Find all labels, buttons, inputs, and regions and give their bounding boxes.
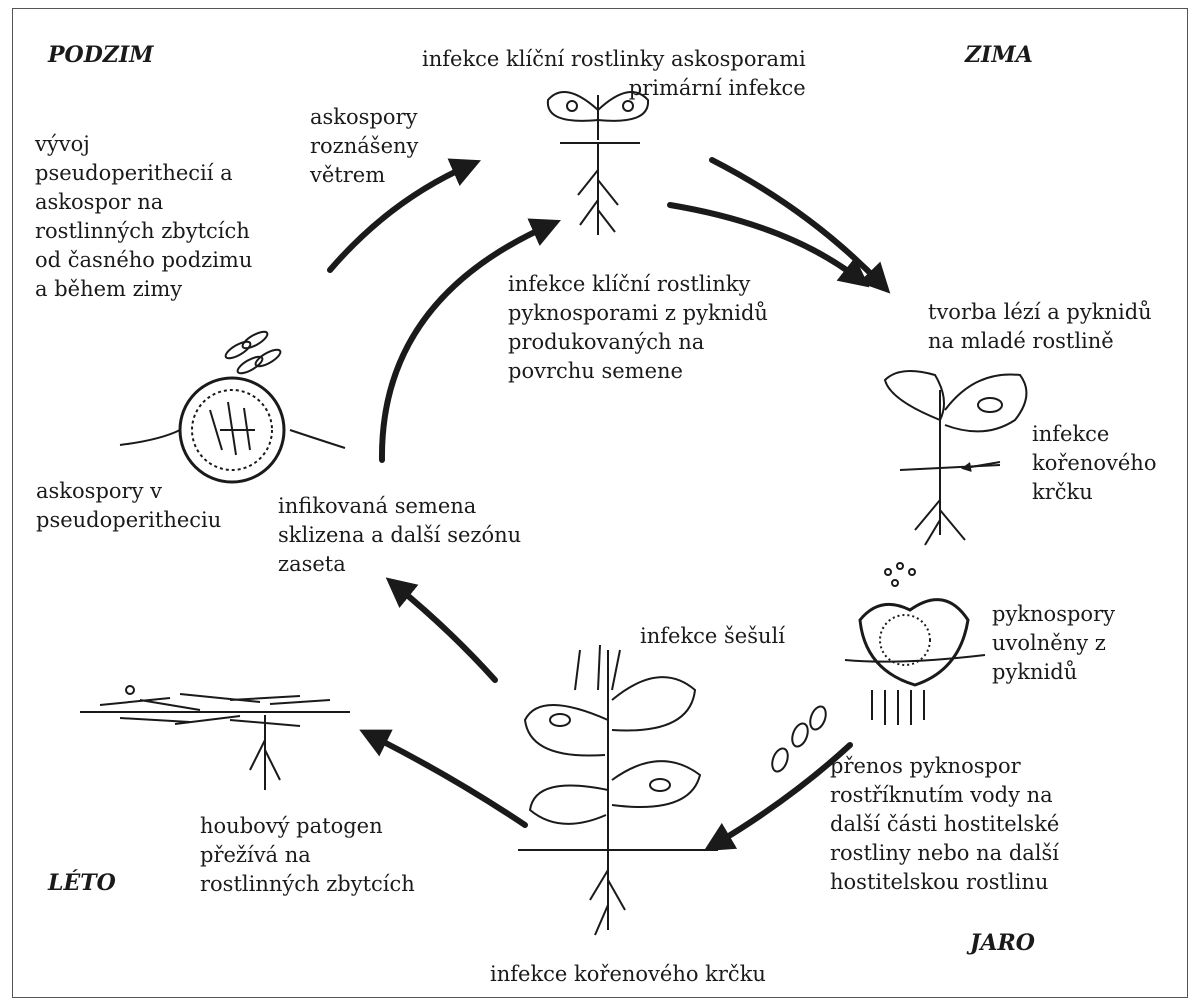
label-lesions-pycnidia: tvorba lézí a pyknidů na mladé rostlině bbox=[928, 298, 1152, 356]
label-fungus-survives: houbový patogen přežívá na rostlinných z… bbox=[200, 812, 415, 899]
label-pycnospores-released: pyknospory uvolněny z pyknidů bbox=[992, 600, 1115, 687]
label-ascospores-in-pseudothecium: askospory v pseudoperitheciu bbox=[36, 477, 221, 535]
pycnidium-drawing bbox=[845, 563, 985, 725]
season-autumn: PODZIM bbox=[48, 42, 154, 68]
label-seedling-pycnospores: infekce klíční rostlinky pyknosporami z … bbox=[508, 270, 768, 386]
young-plant-drawing bbox=[885, 371, 1026, 545]
label-pod-infection: infekce šešulí bbox=[640, 622, 785, 651]
pycnospores-drawing bbox=[769, 704, 828, 773]
arrow-seedling-to-winter-lower bbox=[670, 205, 860, 280]
mature-plant-drawing bbox=[518, 645, 718, 935]
seedling-top-drawing bbox=[548, 92, 648, 235]
arrow-summer-to-seeds bbox=[395, 585, 495, 680]
label-infected-seeds: infikovaná semena sklizena a další sezón… bbox=[278, 492, 521, 579]
label-root-collar-infection-right: infekce kořenového krčku bbox=[1032, 420, 1156, 507]
season-winter: ZIMA bbox=[965, 42, 1033, 68]
label-root-collar-infection-bottom: infekce kořenového krčku bbox=[490, 960, 766, 989]
label-seedling-ascospores: infekce klíční rostlinky askosporami pri… bbox=[422, 45, 806, 103]
season-spring: JARO bbox=[970, 930, 1035, 956]
crop-debris-drawing bbox=[80, 686, 350, 790]
pseudothecium-drawing bbox=[120, 329, 345, 482]
label-pseudothecia-development: vývoj pseudoperithecií a askospor na ros… bbox=[35, 130, 252, 304]
label-pycnospore-transfer: přenos pyknospor rostříknutím vody na da… bbox=[830, 752, 1059, 897]
season-summer: LÉTO bbox=[48, 870, 116, 896]
label-ascospores-wind: askospory roznášeny větrem bbox=[310, 103, 418, 190]
